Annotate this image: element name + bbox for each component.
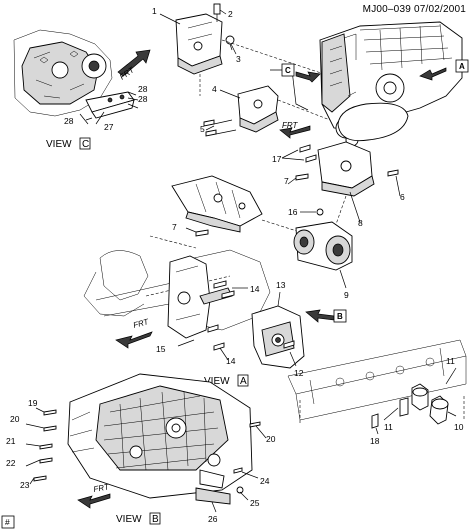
callout-28: 28 [64, 116, 74, 126]
callout-19: 19 [28, 398, 38, 408]
upper-mount-bracket: 1 2 3 [152, 3, 331, 96]
corner-badge-symbol: # [5, 517, 10, 527]
callout-3: 3 [236, 54, 241, 64]
frt-label-right: FRT [282, 121, 299, 130]
view-a-label: VIEW [204, 376, 230, 387]
callout-11: 11 [446, 356, 455, 366]
callout-20: 20 [266, 434, 276, 444]
frt-label-bottom: FRT [93, 482, 111, 494]
view-c-inset: FRT 28 28 28 27 VIEW C [13, 29, 151, 150]
callout-22: 22 [6, 458, 16, 468]
callout-4: 4 [212, 84, 217, 94]
callout-12: 12 [294, 368, 304, 378]
callout-15: 15 [156, 344, 166, 354]
view-a-ref: A [459, 62, 465, 71]
transmission-assembly: 19 20 21 22 23 20 24 25 26 FRT VIEW B [6, 373, 276, 525]
callout-26: 26 [208, 514, 218, 524]
callout-23: 23 [20, 480, 30, 490]
view-c-letter: C [82, 139, 89, 150]
callout-7: 7 [172, 222, 177, 232]
callout-9: 9 [344, 290, 349, 300]
callout-13: 13 [276, 280, 286, 290]
callout-28: 28 [138, 84, 148, 94]
callout-11: 11 [384, 422, 393, 432]
view-a-letter: A [240, 376, 247, 387]
right-side-mount: FRT 17 7 6 16 8 [261, 121, 405, 233]
view-b-letter: B [152, 514, 159, 525]
callout-2: 2 [228, 9, 233, 19]
callout-27: 27 [104, 122, 114, 132]
frt-label-mid: FRT [132, 317, 150, 330]
callout-7: 7 [284, 176, 289, 186]
callout-6: 6 [400, 192, 405, 202]
transaxle-mount-bracket: 14 15 14 FRT [115, 255, 260, 366]
callout-20: 20 [10, 414, 20, 424]
callout-18: 18 [370, 436, 380, 446]
frt-label-view-c: FRT [118, 65, 137, 82]
callout-10: 10 [454, 422, 464, 432]
callout-21: 21 [6, 436, 16, 446]
view-b-ref: B [337, 312, 343, 321]
callout-28: 28 [138, 94, 148, 104]
engine-assembly: A C [281, 21, 469, 147]
corner-badge: # [1, 515, 15, 529]
callout-8: 8 [358, 218, 363, 228]
callout-25: 25 [250, 498, 260, 508]
engine-mount-isolator: 9 [293, 221, 353, 300]
frame-crossmember: 11 10 11 18 [287, 339, 467, 446]
transmission-side-bracket: 7 [171, 175, 263, 237]
front-mount-bracket: 4 5 [200, 69, 331, 137]
callout-14: 14 [226, 356, 236, 366]
callout-5: 5 [200, 124, 205, 134]
callout-17: 17 [272, 154, 282, 164]
callout-24: 24 [260, 476, 270, 486]
transaxle-mount: 13 12 B VIEW A [204, 280, 347, 387]
document-id: MJ00–039 07/02/2001 [362, 4, 466, 15]
callout-1: 1 [152, 6, 157, 16]
callout-14: 14 [250, 284, 260, 294]
view-b-label: VIEW [116, 514, 142, 525]
view-c-label: VIEW [46, 139, 72, 150]
view-c-ref: C [285, 66, 291, 75]
callout-16: 16 [288, 207, 298, 217]
